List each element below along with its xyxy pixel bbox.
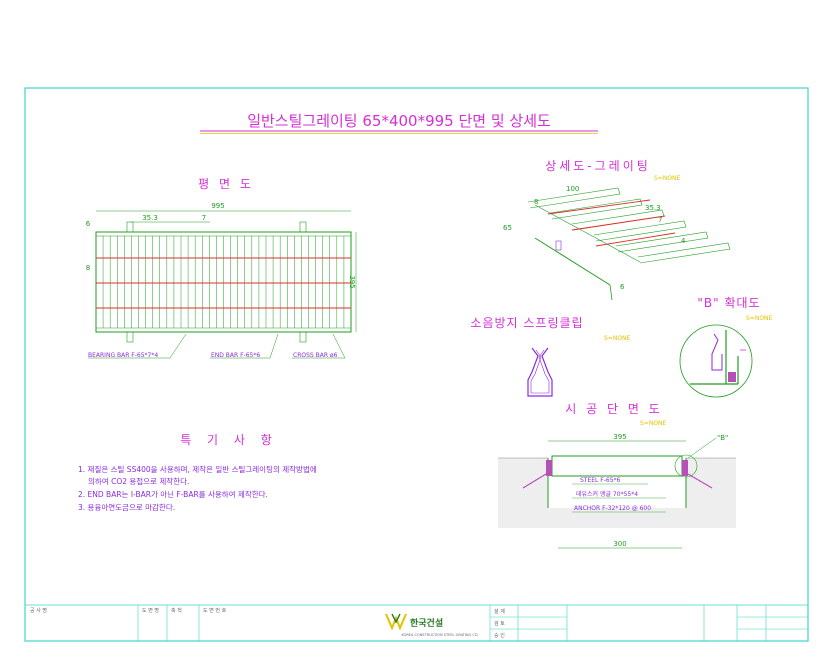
detail-bearing-bar: [615, 231, 709, 253]
section-dim-bottom: 300: [613, 540, 626, 548]
detail-bearing-bar: [549, 198, 643, 220]
enlarged-view-b: "B" 확대도 S=NONE: [679, 296, 773, 398]
detail-dim-e: 65: [503, 224, 512, 232]
tb-cell-project: 공 사 명: [30, 607, 47, 614]
title-block: 공 사 명 도 면 명 축 척 도 면 번 호 설 계 검 토 승 인 한국건설…: [30, 605, 808, 641]
detail-dim-a: 100: [566, 185, 579, 193]
detail-scale: S=NONE: [654, 175, 681, 182]
section-angle-left: [546, 460, 552, 476]
dim-side-mid: 8: [86, 264, 90, 272]
installation-section: 시 공 단 면 도 S=NONE 395 "B" STEEL F-65*6 데유…: [498, 402, 736, 549]
dim-bar: 7: [202, 214, 206, 222]
plan-grating-frame: [95, 231, 352, 333]
note-line-2: 의하여 CO2 용접으로 제작한다.: [88, 476, 189, 486]
spring-clip: 소음방지 스프링클립 S=NONE: [470, 316, 631, 397]
special-notes: 특 기 사 항 1. 재질은 스틸 SS400을 사용하며, 제작은 일반 스틸…: [78, 433, 317, 512]
enlarge-anchor: [728, 372, 736, 382]
section-detail-b-circle: [674, 454, 698, 478]
detail-bearing-bar: [637, 242, 731, 264]
section-angle-right: [682, 460, 688, 476]
detail-bearing-bars: [527, 187, 731, 264]
dim-width: 395: [348, 275, 356, 288]
iso-end-bar: [534, 237, 611, 286]
clip-shape-inner: [530, 349, 550, 394]
detail-dim-b: 8: [534, 198, 538, 206]
section-scale: S=NONE: [640, 420, 667, 427]
plan-clip-bottom-right: [299, 331, 307, 343]
label-angle: 데유스커 앵글 70*55*4: [576, 490, 638, 498]
sheet-border: [24, 87, 809, 642]
tb-cell-scale: 축 척: [171, 607, 182, 614]
section-callout-b: "B": [717, 434, 728, 442]
dim-length: 995: [211, 202, 224, 210]
company-subtitle: KOREA CONSTRUCTION STEEL GRATING CO.: [401, 633, 478, 637]
iso-cross-bar-1: [547, 199, 651, 215]
leader-bearing: [88, 333, 187, 359]
enlarge-scale: S=NONE: [746, 315, 773, 322]
ground-hatch: [498, 457, 736, 528]
section-dim-top: 395: [613, 433, 626, 441]
tb-cell-approve: 승 인: [494, 632, 505, 639]
iso-end-bar-top: [534, 204, 641, 263]
plan-clip-top-right: [299, 221, 307, 233]
section-title: 시 공 단 면 도: [565, 402, 662, 416]
plan-clip-bottom-left: [126, 331, 134, 343]
dim-pitch: 35.3: [142, 214, 158, 222]
plan-view: 평 면 도 995 35.3 7 6 8 395 BEARING BAR F-6…: [86, 177, 357, 359]
anchor-right: [687, 473, 713, 489]
company-logo-accent: [391, 613, 401, 624]
main-title: 일반스틸그레이팅 65*400*995 단면 및 상세도: [247, 112, 551, 130]
label-end-bar: END BAR F-65*6: [211, 352, 260, 359]
tb-cell-review: 검 토: [494, 620, 505, 627]
label-anchor: ANCHOR F-32*120 @ 600: [574, 505, 651, 512]
label-cross-bar: CROSS BAR ø6: [293, 352, 338, 359]
iso-leg: [609, 284, 613, 301]
iso-clip: [555, 240, 562, 251]
plan-bearing-bars: [102, 236, 345, 328]
section-callout-leader: [687, 437, 717, 459]
plan-view-title: 평 면 도: [198, 177, 254, 191]
clip-title: 소음방지 스프링클립: [470, 316, 583, 330]
section-grating: [551, 455, 683, 477]
notes-title: 특 기 사 항: [180, 433, 278, 447]
label-steel: STEEL F-65*6: [580, 477, 621, 484]
clip-scale: S=NONE: [604, 335, 631, 342]
label-bearing-bar: BEARING BAR F-65*7*4: [88, 352, 158, 359]
enlarge-title: "B" 확대도: [697, 296, 760, 310]
leader-end: [210, 333, 279, 359]
tb-cell-number: 도 면 번 호: [203, 607, 227, 614]
tb-cell-design: 설 계: [494, 608, 505, 615]
detail-dim-d: 7: [658, 216, 662, 224]
detail-dim-g: 6: [620, 283, 625, 291]
note-line-3: 2. END BAR는 I-BAR가 아닌 F-BAR를 사용하여 제작한다.: [78, 489, 268, 499]
detail-title: 상세도-그레이팅: [545, 159, 651, 173]
leader-cross: [292, 333, 346, 359]
iso-cross-bar-3: [595, 232, 676, 247]
detail-dim-f: 4: [681, 237, 686, 245]
note-line-4: 3. 용융아연도금으로 마감한다.: [78, 502, 175, 512]
detail-bearing-bar: [527, 187, 621, 209]
plan-clip-top-left: [126, 221, 134, 233]
anchor-left: [522, 473, 547, 489]
enlarge-clip: [711, 333, 723, 371]
detail-bearing-bar: [593, 220, 687, 242]
company-logo-icon: [385, 613, 407, 631]
company-logo-text: 한국건설: [410, 617, 443, 629]
ground-bottom: [498, 508, 736, 528]
detail-dim-c: 35.3: [645, 204, 661, 212]
clip-shape: [527, 347, 553, 397]
enlarge-circle: [679, 324, 753, 398]
detail-isometric: 상세도-그레이팅 S=NONE 100 8 35.3 7 65 4 6: [503, 159, 731, 301]
iso-cross-bar-2: [571, 215, 666, 231]
detail-bearing-bar: [571, 209, 665, 231]
dim-side-top: 6: [86, 220, 91, 228]
tb-cell-drawing-name: 도 면 명: [142, 607, 159, 614]
note-line-1: 1. 재질은 스틸 SS400을 사용하며, 제작은 일반 스틸그레이팅의 제작…: [78, 464, 317, 474]
